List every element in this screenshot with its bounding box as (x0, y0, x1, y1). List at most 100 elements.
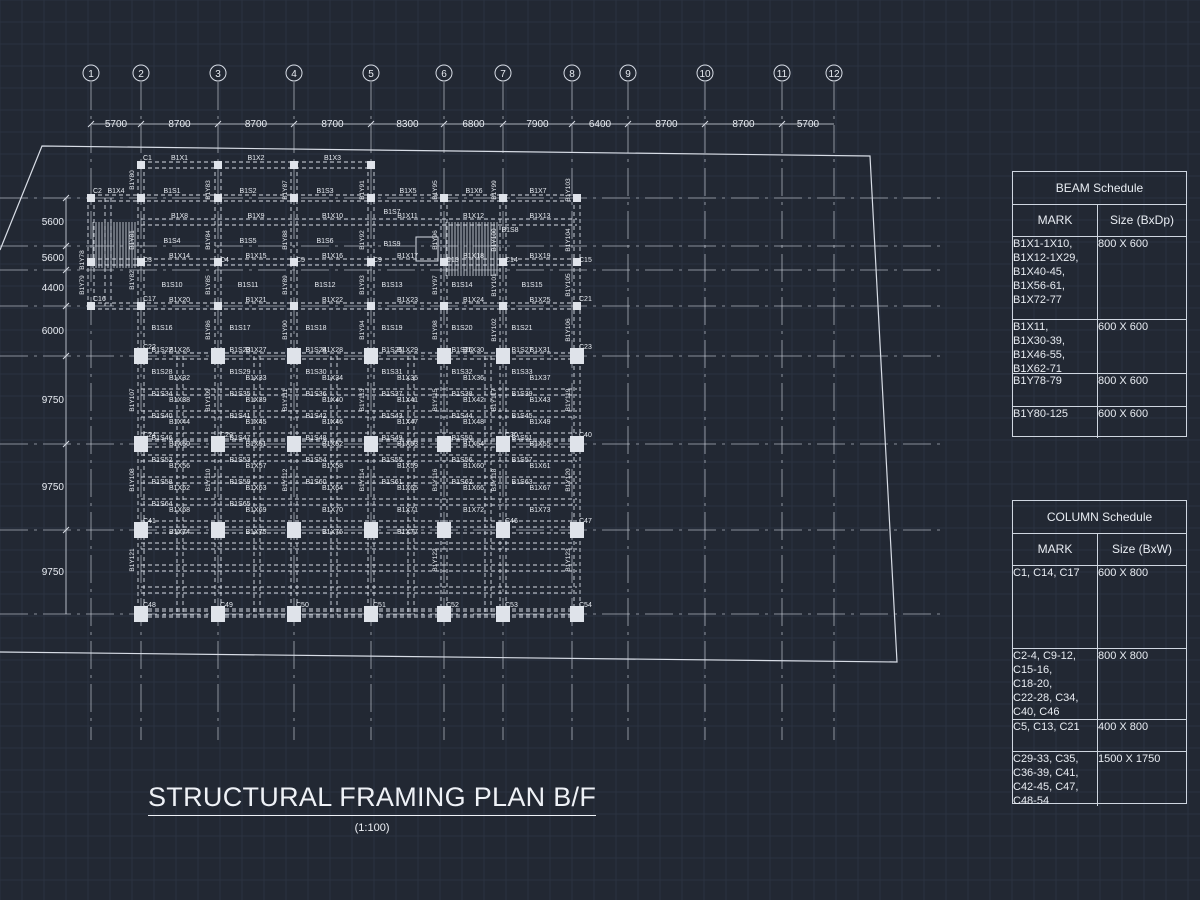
beam-lines (87, 161, 581, 618)
slab-label: B1S29 (229, 369, 250, 376)
slab-label: B1S62 (451, 479, 472, 486)
beam-label: B1X51 (245, 441, 266, 448)
beam-label: B1X39 (245, 397, 266, 404)
vertical-beam-label: B1Y119 (565, 388, 572, 411)
column-schedule-mark: C1, C14, C17 (1013, 566, 1098, 648)
vertical-beam-label: B1Y97 (432, 275, 439, 295)
column-small (367, 302, 375, 310)
beam-label: B1X21 (245, 297, 266, 304)
beam-label: B1X45 (245, 419, 266, 426)
beam-label: B1X43 (529, 397, 550, 404)
slab-label: B1S34 (151, 391, 172, 398)
vertical-beam-label: B1Y115 (432, 388, 439, 411)
dimension-label-top: 8700 (732, 119, 755, 130)
slab-label: B1S12 (314, 282, 335, 289)
column-label: C15 (579, 257, 592, 264)
column-schedule-size: 600 X 800 (1098, 567, 1149, 579)
slab-label: B1S53 (229, 457, 250, 464)
beam-label: B1X4 (107, 188, 124, 195)
beam-label: B1X64 (322, 485, 343, 492)
beam-label: B1X58 (322, 463, 343, 470)
column-label: C29 (220, 432, 233, 439)
column-small (573, 194, 581, 202)
column-label: C48 (143, 602, 156, 609)
vertical-beam-label: B1Y89 (282, 275, 289, 295)
dimension-tick (290, 120, 298, 128)
dimension-tick (367, 120, 375, 128)
dimension-tick (440, 120, 448, 128)
dimension-label-left: 6000 (42, 326, 65, 337)
column-label: C2 (93, 188, 102, 195)
beam-schedule-row: B1X1-1X10, B1X12-1X29, B1X40-45, B1X56-6… (1013, 237, 1186, 320)
column-large (134, 606, 148, 622)
beam-label: B1X69 (245, 507, 266, 514)
slab-label: B1S22 (151, 347, 172, 354)
vertical-beam-label: B1Y80 (129, 170, 136, 190)
vertical-beam-label: B1Y112 (282, 468, 289, 491)
beam-label: B1X49 (529, 419, 550, 426)
column-large (496, 522, 510, 538)
mark-line: C2-4, C9-12, (1013, 650, 1076, 662)
dimension-tick (62, 302, 70, 310)
beam-label: B1X41 (397, 397, 418, 404)
slab-label: B1S40 (151, 413, 172, 420)
column-label: C17 (143, 296, 156, 303)
beam-label: B1X46 (322, 419, 343, 426)
mark-line: C1, C14, C17 (1013, 567, 1080, 579)
vertical-beam-label: B1Y87 (282, 180, 289, 200)
slab-label: B1S47 (229, 435, 250, 442)
dimension-label-top: 6800 (462, 119, 485, 130)
vertical-beam-label: B1Y108 (129, 468, 136, 492)
column-small (214, 258, 222, 266)
column-label: C5 (296, 257, 305, 264)
beam-label: B1X11 (397, 213, 418, 220)
beam-label: B1X35 (397, 375, 418, 382)
vertical-beam-label: B1Y93 (359, 275, 366, 295)
vertical-beam-label: B1Y117 (491, 388, 498, 411)
grid-bubble-label: 11 (777, 69, 788, 80)
slab-label: B1S21 (511, 325, 532, 332)
grid-bubble (362, 64, 380, 82)
beam-label: B1X16 (322, 253, 343, 260)
beam-schedule-title: BEAM Schedule (1013, 172, 1186, 205)
vertical-beam-label: B1Y118 (491, 468, 498, 491)
beam-schedule-mark: B1Y80-125 (1013, 407, 1098, 438)
grid-bubble-label: 7 (500, 69, 506, 80)
column-large (570, 522, 584, 538)
column-large (287, 522, 301, 538)
grid-bubble-label: 4 (291, 69, 297, 80)
column-small (290, 194, 298, 202)
slab-label: B1S17 (229, 325, 250, 332)
dimension-tick (624, 120, 632, 128)
mark-line: B1X12-1X29, (1013, 252, 1079, 264)
column-schedule-header: MARK Size (BxW) (1013, 534, 1186, 566)
slab-label: B1S19 (381, 325, 402, 332)
vertical-beam-label: B1Y121 (129, 548, 136, 572)
column-small (367, 194, 375, 202)
beam-label: B1X3 (324, 155, 341, 162)
beam-label: B1X30 (463, 347, 484, 354)
beam-label: B1X53 (397, 441, 418, 448)
vertical-beam-label: B1Y99 (491, 180, 498, 200)
beam-schedule-header: MARK Size (BxDp) (1013, 205, 1186, 237)
dimension-tick (62, 526, 70, 534)
column-label: C9 (373, 257, 382, 264)
column-label: C14 (505, 257, 518, 264)
column-large (496, 348, 510, 364)
dimension-tick (87, 120, 95, 128)
slab-label: B1S33 (511, 369, 532, 376)
vertical-beam-label: B1Y92 (359, 230, 366, 250)
grid-bubble-label: 12 (828, 69, 840, 80)
beam-label: B1X65 (397, 485, 418, 492)
dimension-label-top: 6400 (589, 119, 612, 130)
column-small (137, 258, 145, 266)
grid-bubble (82, 64, 100, 82)
slab-label: B1S61 (381, 479, 402, 486)
beam-label: B1X47 (397, 419, 418, 426)
beam-label: B1X77 (397, 529, 418, 536)
beam-schedule-mark-header: MARK (1013, 205, 1098, 236)
column-small (214, 161, 222, 169)
dimension-label-top: 8300 (396, 119, 419, 130)
slab-label: B1S63 (511, 479, 532, 486)
vertical-beam-label: B1Y110 (205, 468, 212, 491)
